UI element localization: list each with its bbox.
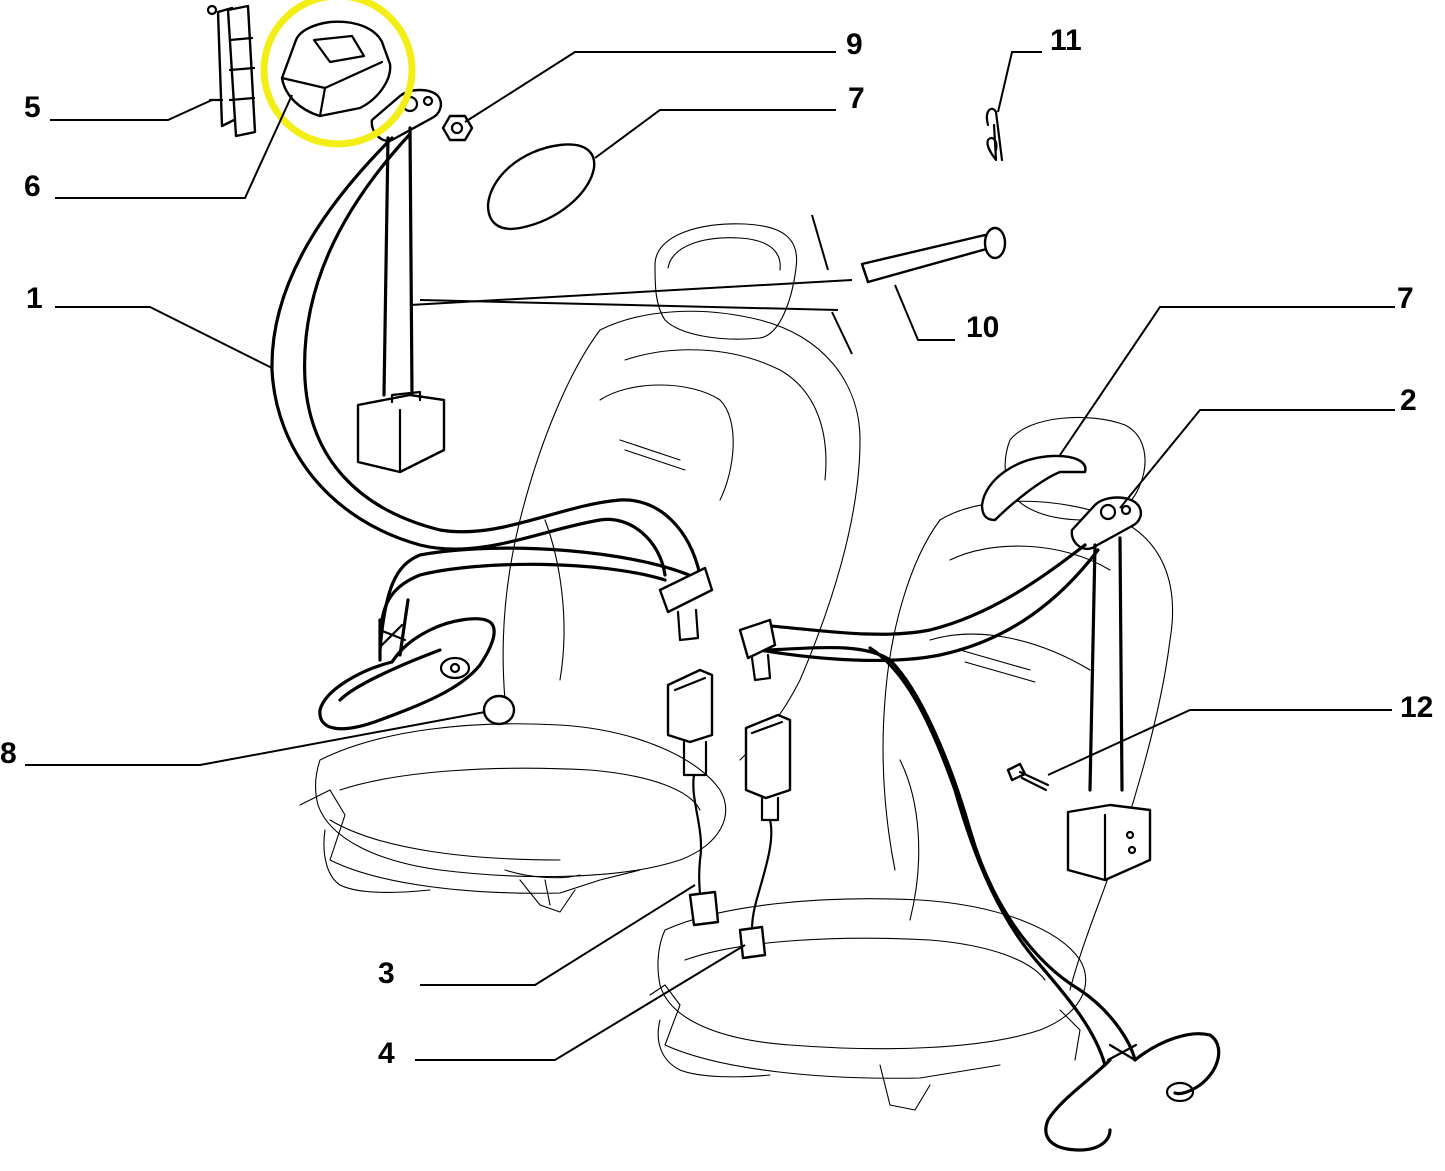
part-7-cap-lower [980,454,1087,522]
part-5-height-adjuster [206,4,257,138]
part-11-clip [985,107,1004,162]
callout-2: 2 [1400,384,1417,417]
left-seat-outline [299,223,861,913]
callout-6: 6 [24,170,41,203]
callout-5: 5 [24,91,41,124]
callout-7-upper: 7 [848,82,865,115]
left-belt-assembly [270,88,714,731]
buckle-parts [666,668,792,960]
callout-7-lower: 7 [1397,282,1414,315]
callout-12: 12 [1400,691,1433,724]
part-8-plug [482,694,516,726]
callout-3: 3 [378,957,395,990]
part-7-cap-upper [486,143,596,231]
part-6-highlight-ring [260,0,416,148]
callout-1: 1 [26,282,43,315]
part-6-cover [280,20,392,118]
callout-10: 10 [966,311,999,344]
callout-numbers: 1 2 3 4 5 6 7 7 8 9 10 11 12 [0,24,1433,1070]
callout-8: 8 [0,737,17,770]
part-9-nut [441,114,474,142]
right-belt-assembly [738,496,1221,1152]
leader-lines [25,51,1395,1061]
callout-11: 11 [1050,24,1082,57]
part-10-bolt [860,226,1007,284]
callout-9: 9 [846,28,863,61]
callout-4: 4 [378,1037,395,1070]
part-12-bolt [1006,762,1050,792]
